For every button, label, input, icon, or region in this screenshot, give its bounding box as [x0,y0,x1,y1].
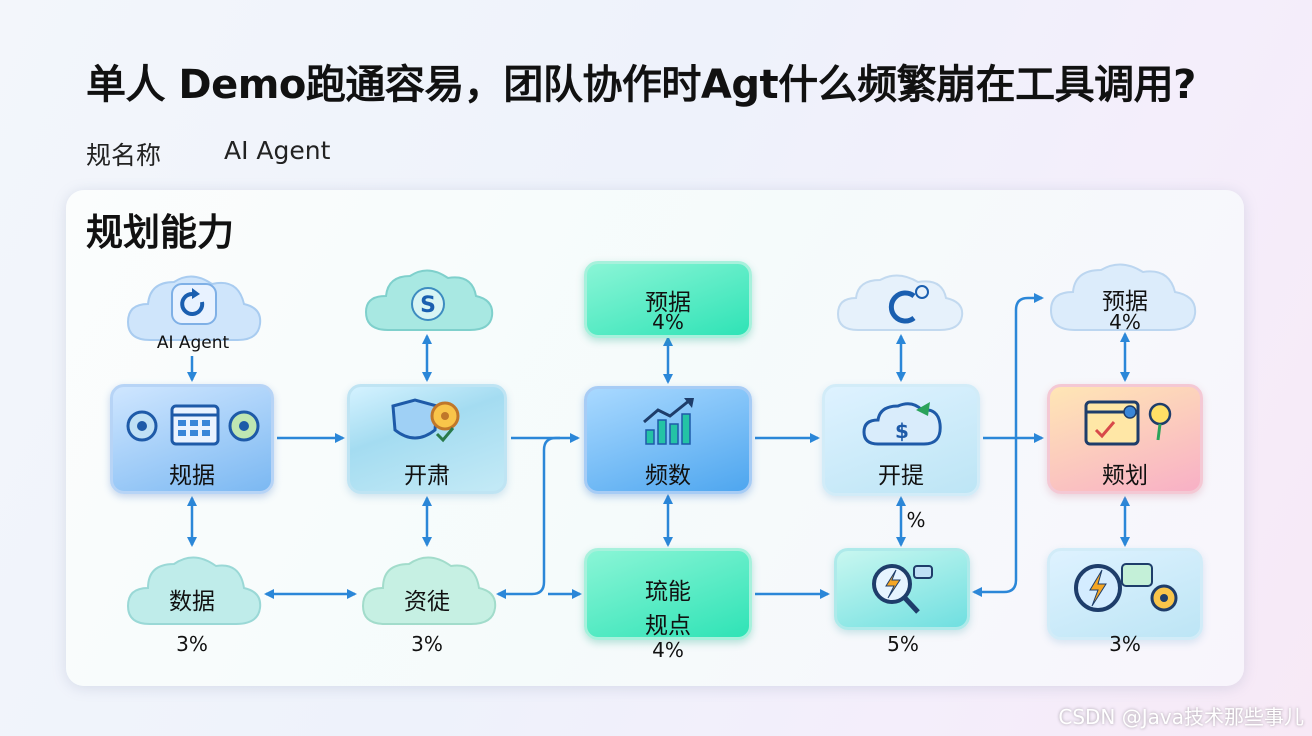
gear-calendar-icon [126,404,260,446]
node-box4-label: 开提 [878,463,924,489]
arrow-b2-up [496,436,560,599]
cloud-dollar-icon: $ [862,402,942,446]
svg-text:$: $ [895,419,909,443]
cloud-b2-pct: 3% [411,632,443,656]
node-b3[interactable] [584,548,752,640]
node-box2-label: 开肃 [404,463,450,489]
bar-chart-icon [643,398,694,445]
node-mid3[interactable] [584,386,752,494]
bolt-gear-icon [1074,563,1178,612]
cloud-shape-b1 [126,556,262,625]
node-top3[interactable] [584,261,752,338]
cloud-icon-4 [836,274,964,331]
node-top3-label: 预据 [645,290,691,316]
node-box1-label: 规据 [169,463,215,489]
node-b3-pct: 4% [652,638,684,662]
cloud-b2-label: 资徒 [404,589,450,615]
link-pct-label: % [906,508,926,532]
calendar-bulb-icon [1084,400,1172,446]
cloud-b1-label: 数据 [169,589,215,615]
subtitle-label: 规名称 [86,141,162,170]
watermark: CSDN @Java技术那些事儿 [1058,705,1304,729]
node-b3-label1: 琉能 [645,579,691,605]
node-mid3-label: 频数 [645,463,691,489]
subtitle-value: AI Agent [224,136,331,165]
cloud-icon-2: S [364,269,494,331]
cloud-icon-1 [126,275,262,341]
search-bolt-icon [872,564,933,614]
node-top3-pct: 4% [652,310,684,334]
node-b3-label2: 规点 [645,613,691,639]
panel-title: 规划能力 [86,211,234,254]
cloud-icon-5 [1049,263,1197,331]
arrow-b4-cloud5 [972,293,1044,597]
cloud1-label: AI Agent [156,333,230,353]
node-box5-label: 颊划 [1102,463,1148,489]
node-b5-pct: 3% [1109,632,1141,656]
cloud-b1-pct: 3% [176,632,208,656]
node-b4-pct: 5% [887,632,919,656]
shield-gear-icon [391,398,460,443]
svg-text:S: S [420,293,436,318]
page-title: 单人 Demo跑通容易，团队协作时Agt什么频繁崩在工具调用? [86,62,1196,108]
cloud-shape-b2 [361,556,497,625]
cloud5-pct: 4% [1109,310,1141,334]
cloud5-label: 预据 [1102,289,1148,315]
